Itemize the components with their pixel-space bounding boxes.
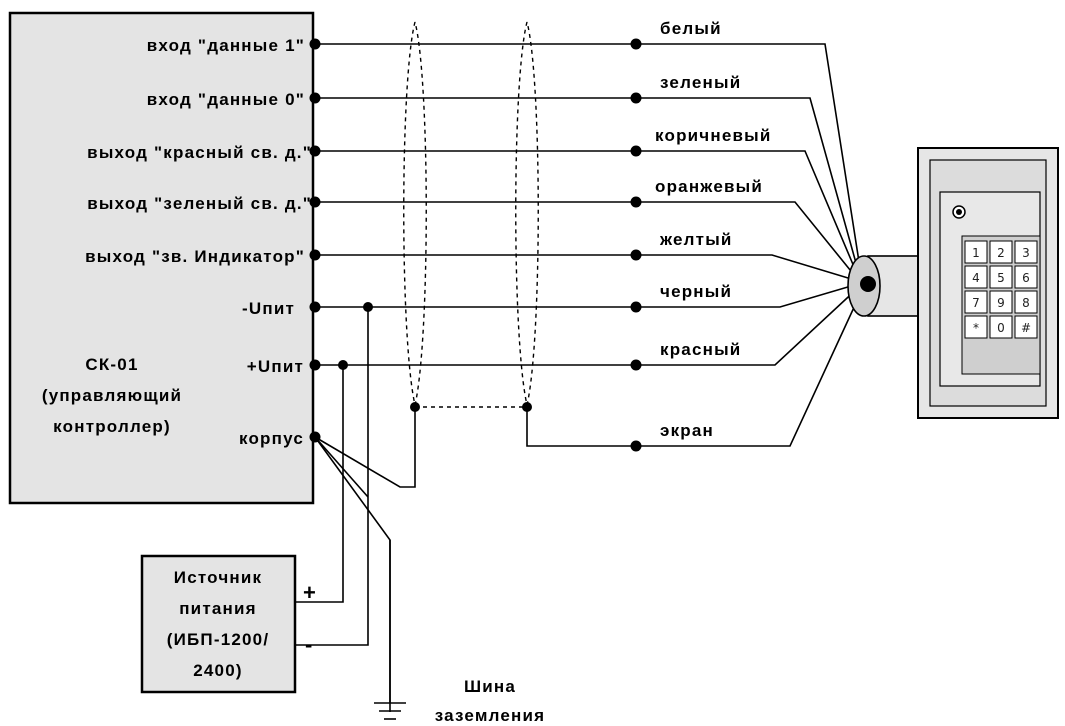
keypad-key [964, 315, 988, 339]
plus-junction [338, 360, 348, 370]
keypad-key [989, 240, 1013, 264]
keypad-key [1014, 265, 1038, 289]
controller-title-line1: СК-01 [85, 355, 138, 374]
pin-label-data0: вход "данные 0" [147, 90, 305, 109]
keypad-key-label: 5 [997, 271, 1005, 285]
wire-label-green: зеленый [660, 73, 741, 92]
power-supply-line1: Источник [174, 568, 262, 587]
wire-label-yellow: желтый [659, 230, 733, 249]
pin-label-data1: вход "данные 1" [147, 36, 305, 55]
keypad-key-label: 6 [1022, 271, 1030, 285]
keypad-key [964, 290, 988, 314]
power-wiring [295, 307, 369, 646]
keypad-key [1014, 290, 1038, 314]
keypad-key-label: # [1021, 321, 1031, 335]
ground-bus-line2: заземления [435, 706, 546, 725]
keypad-key-label: 9 [997, 296, 1005, 310]
controller-title-line2: (управляющий [42, 386, 182, 405]
shield-wire [526, 407, 636, 447]
keypad-key [989, 290, 1013, 314]
keypad-key-label: 2 [997, 246, 1005, 260]
pin-label-case: корпус [239, 429, 304, 448]
power-supply-line2: питания [179, 599, 257, 618]
wire-label-brown: коричневый [655, 126, 772, 145]
pin-label-buzzer: выход "зв. Индикатор" [85, 247, 305, 266]
pin-label-green-led: выход "зеленый св. д." [87, 194, 312, 213]
pin-label-minus-power: -Uпит [242, 299, 295, 318]
keypad-key-label: 8 [1022, 296, 1030, 310]
keypad-key [964, 265, 988, 289]
keypad-key [989, 315, 1013, 339]
power-supply-line4: 2400) [193, 661, 242, 680]
keypad-key-label: 1 [972, 246, 980, 260]
wire-label-white: белый [660, 19, 722, 38]
wire-terminals [630, 38, 642, 452]
cable-shield-left [403, 21, 427, 406]
keypad-key [989, 265, 1013, 289]
keypad-key-label: 7 [972, 296, 980, 310]
controller-title-line3: контроллер) [53, 417, 171, 436]
power-supply-line3: (ИБП-1200/ [167, 630, 270, 649]
signal-wires [315, 43, 636, 366]
keypad-key-label: 0 [997, 321, 1005, 335]
keypad-key-label: 4 [972, 271, 980, 285]
minus-junction [363, 302, 373, 312]
wire-label-red: красный [660, 340, 741, 359]
keypad-reader [917, 147, 1059, 419]
controller-box [8, 11, 315, 505]
cable-entry [860, 276, 876, 292]
wire-label-black: черный [660, 282, 732, 301]
pin-label-red-led: выход "красный св. д." [87, 143, 312, 162]
wire-label-shield: экран [660, 421, 714, 440]
keypad-key [1014, 315, 1038, 339]
keypad-keys: 1 2 3 4 5 6 7 9 8 * 0 # [964, 240, 1038, 339]
keypad-key-label: 3 [1022, 246, 1030, 260]
wire-label-orange: оранжевый [655, 177, 763, 196]
power-supply-minus: - [305, 632, 314, 657]
keypad-key [964, 240, 988, 264]
pin-label-plus-power: +Uпит [247, 357, 304, 376]
cable-shield-right [515, 21, 539, 406]
keypad-key-label: * [973, 321, 979, 335]
ground-bus-line1: Шина [464, 677, 516, 696]
power-supply-plus: + [303, 580, 317, 605]
case-wiring [314, 407, 416, 712]
power-supply-box [140, 554, 297, 694]
controller-terminals [309, 38, 321, 443]
keypad-key [1014, 240, 1038, 264]
wire-ends [636, 43, 863, 447]
